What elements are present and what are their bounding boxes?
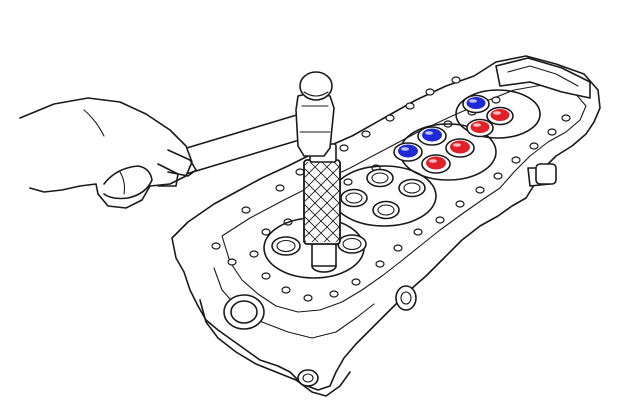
side-boss [395,285,417,311]
valve-seat [337,234,367,254]
finger-1 [167,149,197,177]
hammer-head [295,91,335,157]
side-wall-lower [199,299,351,397]
camshaft-stub [527,163,557,187]
knurl-pattern [305,162,339,242]
hammer-handle [179,113,307,175]
red-marker [470,121,490,133]
valve-seat-blue [393,142,423,162]
hammer-peen [299,71,333,101]
hand-icon [19,97,197,209]
cover-plate-inner [507,65,579,87]
blue-marker [466,97,486,109]
valve-seats-marked [393,94,514,174]
valve-seat-blue [417,126,447,146]
valve-seat-blue [462,94,490,114]
valve-seat [372,200,400,220]
combustion-chamber-4 [455,89,541,139]
valve-seat-red [445,138,475,158]
blue-marker [398,144,418,158]
valve-seat-red [466,118,494,138]
cover-plate [495,57,591,99]
valve-seat [271,236,301,256]
lower-boss [297,369,319,387]
exhaust-port [223,294,265,330]
deck-edge [221,83,587,313]
valve-seat-red [486,106,514,126]
blue-marker [422,128,442,142]
red-marker [426,156,446,170]
valve-seat [366,168,394,188]
cylinder-head-body [171,55,601,391]
valve-seat-red [421,154,451,174]
finger-2 [157,163,179,187]
side-wall-detail [213,267,375,339]
valve-seats-plain [271,168,426,256]
ball-peen-hammer-icon [179,71,335,175]
red-marker [450,140,470,154]
cylinder-head [171,55,601,397]
valve-seat [398,178,426,198]
forearm-and-hand [19,97,193,209]
valve-seat [340,188,368,208]
thumb [103,165,153,200]
red-marker [490,109,510,121]
